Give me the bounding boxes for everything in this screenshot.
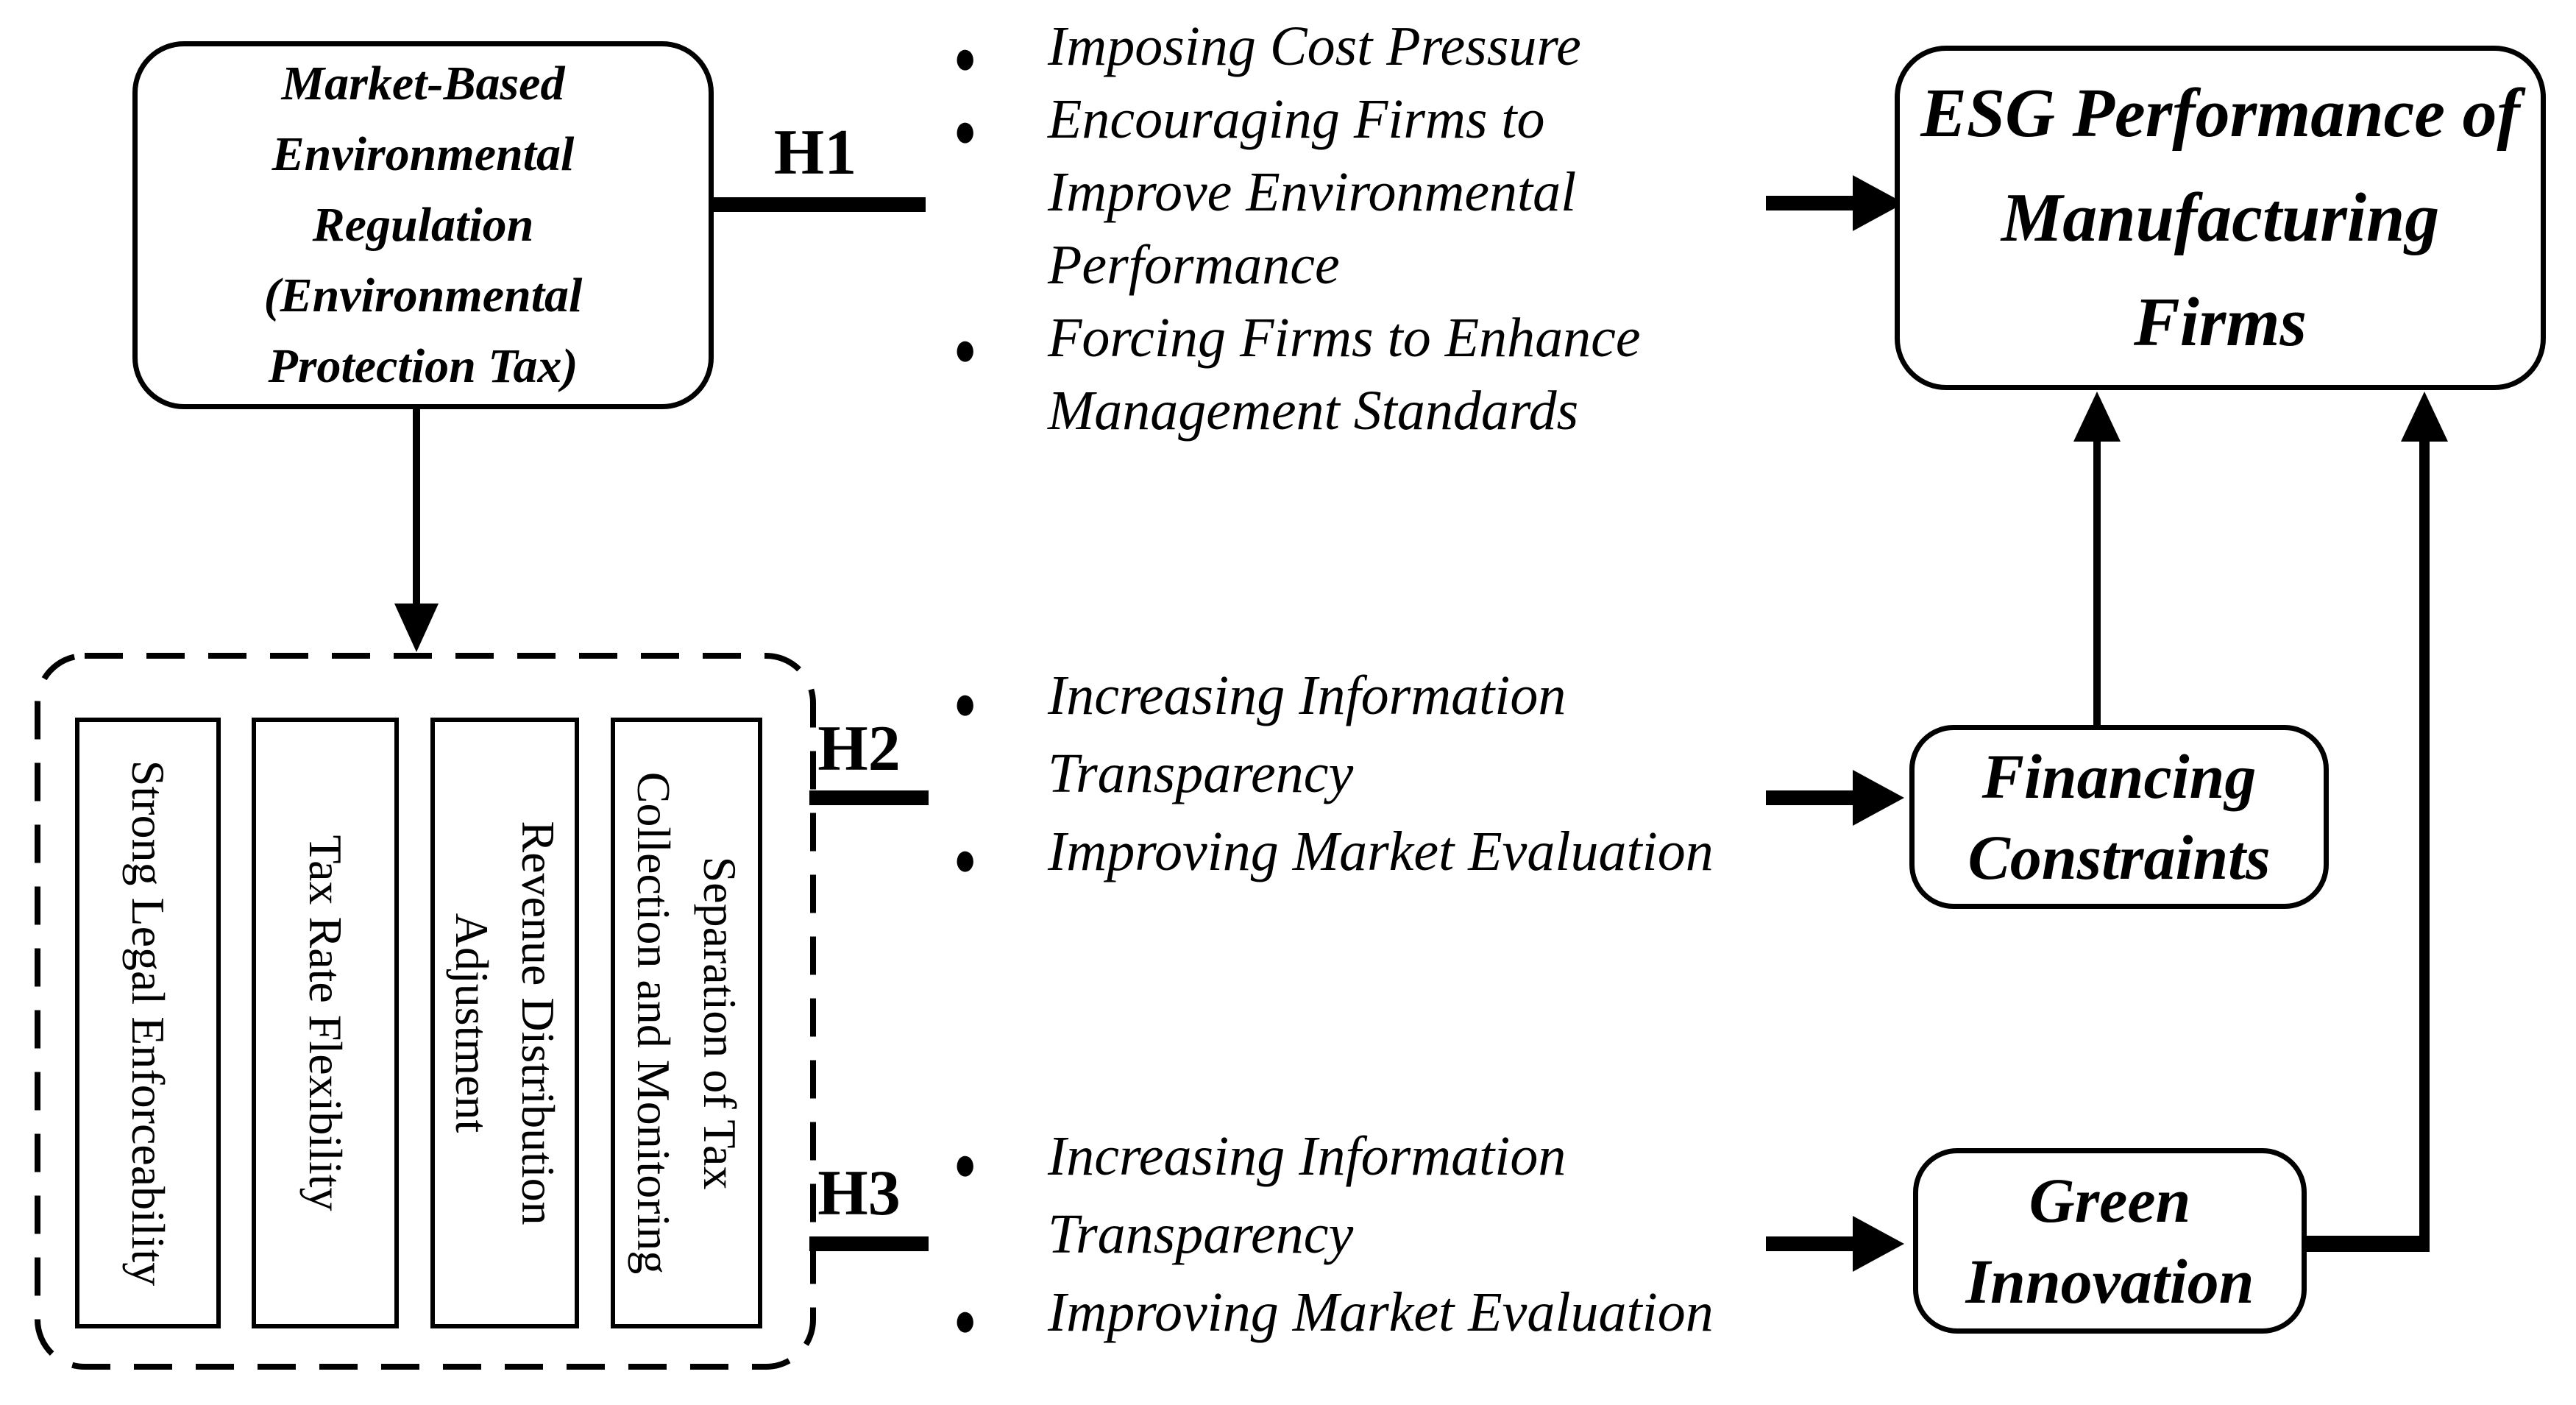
h3-bullet-item: Increasing Information Transparency (951, 1117, 1819, 1273)
tax-feature-label: Strong Legal Enforceability (122, 760, 174, 1287)
h3-mechanism-list: Increasing Information Transparency Impr… (951, 1117, 1819, 1351)
tax-feature-label: Separation of Tax Collection and Monitor… (628, 771, 746, 1275)
green-innovation-box: Green Innovation (1913, 1148, 2307, 1334)
h3-to-green-arrowhead-icon (1853, 1216, 1904, 1272)
h1-bullet-item: Forcing Firms to Enhance Management Stan… (951, 302, 1775, 447)
tax-feature-box-revenue-distribution: Revenue Distribution Adjustment (430, 718, 579, 1328)
h1-mechanism-list: Imposing Cost Pressure Encouraging Firms… (951, 10, 1775, 447)
tax-feature-label: Tax Rate Flexibility (299, 835, 352, 1211)
financing-constraints-label: Financing Constraints (1968, 741, 2271, 893)
h2-bullet-item: Improving Market Evaluation (951, 813, 1819, 891)
h1-label: H1 (773, 117, 857, 188)
h2-bullet-item: Increasing Information Transparency (951, 657, 1819, 813)
h1-to-esg-arrowhead-icon (1853, 175, 1904, 231)
esg-performance-box: ESG Performance of Manufacturing Firms (1895, 46, 2546, 390)
h3-bullet-item: Improving Market Evaluation (951, 1273, 1819, 1351)
h2-to-financing-arrowhead-icon (1853, 770, 1904, 826)
financing-to-esg-arrowhead-icon (2073, 392, 2121, 442)
tax-features-dashed-container (35, 653, 816, 1370)
green-to-esg-arrowhead-icon (2401, 392, 2448, 442)
tax-feature-label: Revenue Distribution Adjustment (446, 821, 564, 1225)
market-regulation-box: Market-Based Environmental Regulation (E… (132, 41, 714, 409)
regulation-to-features-arrowhead-icon (394, 604, 439, 652)
h2-mechanism-list: Increasing Information Transparency Impr… (951, 657, 1819, 891)
market-regulation-label: Market-Based Environmental Regulation (E… (263, 57, 583, 393)
h3-label: H3 (817, 1158, 901, 1229)
esg-performance-label: ESG Performance of Manufacturing Firms (1920, 75, 2520, 361)
financing-constraints-box: Financing Constraints (1909, 725, 2329, 909)
h2-label: H2 (817, 713, 901, 785)
h1-bullet-item: Imposing Cost Pressure (951, 10, 1775, 83)
tax-feature-box-legal-enforceability: Strong Legal Enforceability (75, 718, 221, 1328)
green-innovation-label: Green Innovation (1965, 1165, 2254, 1317)
h1-bullet-item: Encouraging Firms to Improve Environment… (951, 83, 1775, 302)
tax-feature-box-collection-monitoring: Separation of Tax Collection and Monitor… (611, 718, 762, 1328)
tax-feature-box-tax-rate-flexibility: Tax Rate Flexibility (252, 718, 399, 1328)
